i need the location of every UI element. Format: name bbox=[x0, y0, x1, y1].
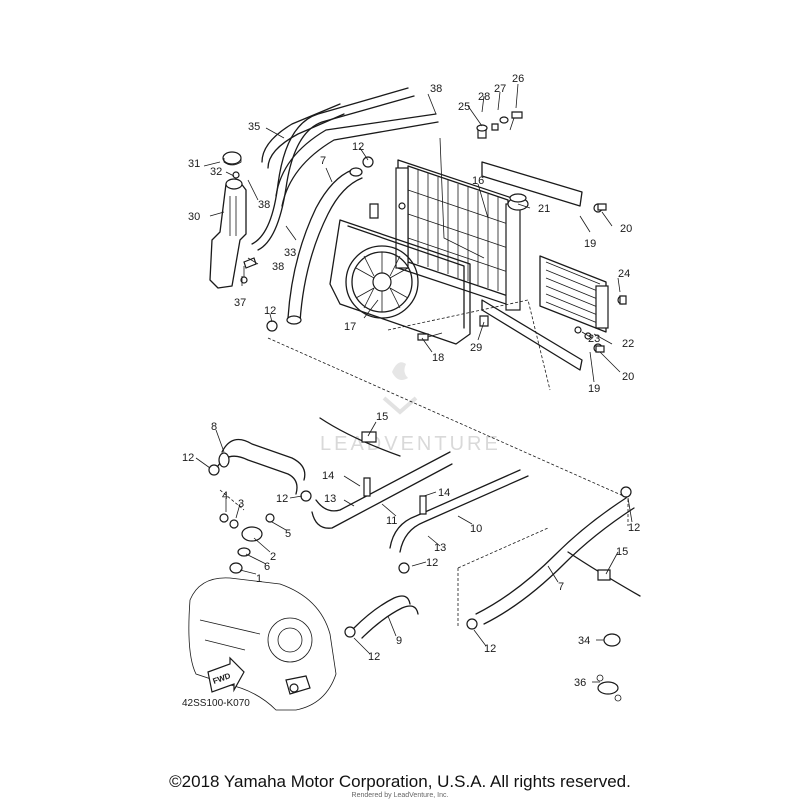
callout-27: 27 bbox=[494, 83, 506, 95]
callout-28: 28 bbox=[478, 91, 490, 103]
radiator-hose-upper bbox=[286, 167, 363, 325]
callout-23: 23 bbox=[588, 333, 600, 345]
callout-29: 29 bbox=[470, 342, 482, 354]
callout-12-g: 12 bbox=[368, 651, 380, 663]
callout-37: 37 bbox=[234, 297, 246, 309]
radiator-brackets bbox=[481, 161, 603, 371]
callout-13-a: 13 bbox=[324, 493, 336, 505]
callout-19-b: 19 bbox=[588, 383, 600, 395]
callout-9: 9 bbox=[396, 635, 402, 647]
callout-38-c: 38 bbox=[272, 261, 284, 273]
callout-12-e: 12 bbox=[426, 557, 438, 569]
callout-7-upper: 7 bbox=[320, 155, 326, 167]
callout-2: 2 bbox=[270, 551, 276, 563]
diagram-code: 42SS100-K070 bbox=[182, 698, 250, 709]
callout-12-f: 12 bbox=[628, 522, 640, 534]
leader-lines bbox=[195, 83, 633, 683]
callout-36: 36 bbox=[574, 677, 586, 689]
callout-12-b: 12 bbox=[264, 305, 276, 317]
callout-12-h: 12 bbox=[484, 643, 496, 655]
callout-22: 22 bbox=[622, 338, 634, 350]
fasteners-radiator bbox=[417, 111, 627, 353]
callout-15-a: 15 bbox=[376, 411, 388, 423]
coolant-reservoir bbox=[209, 151, 257, 289]
rendered-by-note: Rendered by LeadVenture, Inc. bbox=[351, 792, 449, 799]
callout-12-d: 12 bbox=[276, 493, 288, 505]
callout-24: 24 bbox=[618, 268, 630, 280]
callout-4: 4 bbox=[222, 490, 228, 502]
callout-8: 8 bbox=[211, 421, 217, 433]
callout-labels: 1 2 3 4 5 6 7 7 8 9 10 11 12 12 12 12 12… bbox=[182, 73, 640, 689]
callout-6: 6 bbox=[264, 561, 270, 573]
hoses-upper-left bbox=[251, 87, 439, 251]
callout-38-a: 38 bbox=[430, 83, 442, 95]
watermark-text: LEADVENTURE bbox=[320, 433, 501, 455]
clamps-and-fittings bbox=[208, 156, 632, 702]
callout-20-a: 20 bbox=[620, 223, 632, 235]
fan-assembly bbox=[329, 203, 471, 345]
callout-7-lower: 7 bbox=[558, 581, 564, 593]
callout-15-b: 15 bbox=[616, 546, 628, 558]
callout-34: 34 bbox=[578, 635, 590, 647]
engine-outline bbox=[188, 577, 337, 711]
forward-arrow: FWD bbox=[207, 656, 245, 693]
callout-38-b: 38 bbox=[258, 199, 270, 211]
callout-20-b: 20 bbox=[622, 371, 634, 383]
callout-5: 5 bbox=[285, 528, 291, 540]
callout-18: 18 bbox=[432, 352, 444, 364]
callout-14-b: 14 bbox=[438, 487, 450, 499]
callout-32: 32 bbox=[210, 166, 222, 178]
callout-21: 21 bbox=[538, 203, 550, 215]
callout-30: 30 bbox=[188, 211, 200, 223]
callout-12-c: 12 bbox=[182, 452, 194, 464]
oil-cooler bbox=[539, 255, 627, 340]
callout-19-a: 19 bbox=[584, 238, 596, 250]
guide-lines bbox=[219, 137, 629, 628]
callout-3: 3 bbox=[238, 498, 244, 510]
callout-1: 1 bbox=[256, 573, 262, 585]
callout-25: 25 bbox=[458, 101, 470, 113]
watermark: LEADVENTURE bbox=[320, 362, 501, 455]
callout-11: 11 bbox=[386, 515, 397, 527]
copyright-notice: ©2018 Yamaha Motor Corporation, U.S.A. A… bbox=[169, 772, 631, 791]
callout-12-a: 12 bbox=[352, 141, 364, 153]
callout-35: 35 bbox=[248, 121, 260, 133]
callout-14-a: 14 bbox=[322, 470, 334, 482]
callout-10: 10 bbox=[470, 523, 482, 535]
callout-26: 26 bbox=[512, 73, 524, 85]
callout-33: 33 bbox=[284, 247, 296, 259]
callout-17: 17 bbox=[344, 321, 356, 333]
callout-13-b: 13 bbox=[434, 542, 446, 554]
hoses-lower bbox=[217, 438, 635, 639]
callout-31: 31 bbox=[188, 158, 200, 170]
callout-16: 16 bbox=[472, 175, 484, 187]
radiator bbox=[395, 159, 529, 311]
